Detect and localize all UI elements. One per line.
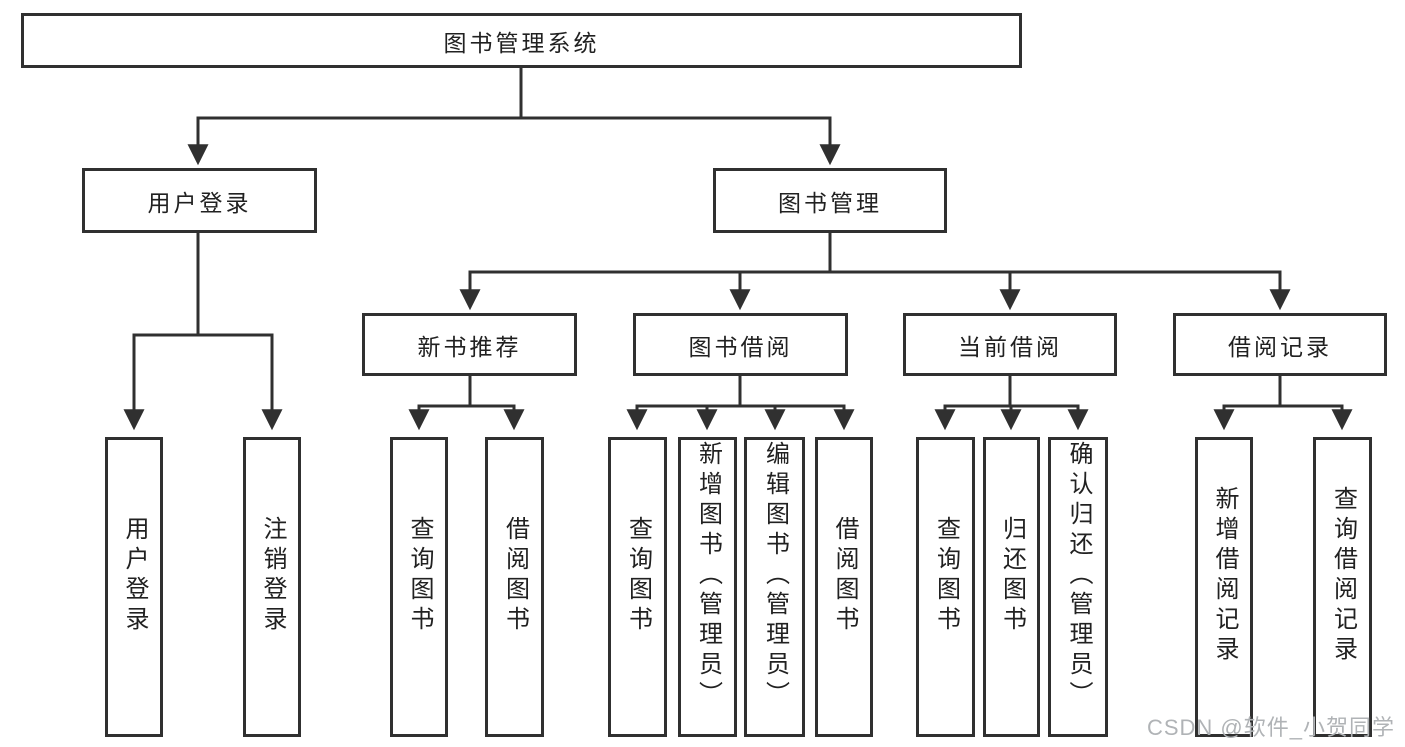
leaf-edit-book-admin-label: 编辑图书（管理员） <box>761 441 789 711</box>
watermark: CSDN @软件_小贺同学 <box>1146 715 1395 740</box>
leaf-confirm-return-admin-label: 确认归还（管理员） <box>1065 441 1092 711</box>
leaf-query-books-borrow: 查询图书 <box>608 437 667 737</box>
leaf-logout-label: 注销登录 <box>259 516 286 636</box>
leaf-confirm-return-admin: 确认归还（管理员） <box>1048 437 1108 737</box>
leaf-query-books-current: 查询图书 <box>916 437 975 737</box>
node-book-management: 图书管理 <box>713 168 947 233</box>
leaf-user-login-label: 用户登录 <box>121 516 148 636</box>
leaf-query-borrow-record-label: 查询借阅记录 <box>1329 486 1357 666</box>
leaf-add-borrow-record: 新增借阅记录 <box>1195 437 1253 737</box>
leaf-query-books-recommend-label: 查询图书 <box>406 516 433 636</box>
node-borrow-records: 借阅记录 <box>1173 313 1387 376</box>
leaf-return-book-label: 归还图书 <box>998 516 1026 636</box>
node-root-system: 图书管理系统 <box>21 13 1022 68</box>
leaf-query-borrow-record: 查询借阅记录 <box>1313 437 1372 737</box>
leaf-edit-book-admin: 编辑图书（管理员） <box>744 437 805 737</box>
leaf-query-books-recommend: 查询图书 <box>390 437 448 737</box>
node-new-book-recommend: 新书推荐 <box>362 313 577 376</box>
leaf-query-books-current-label: 查询图书 <box>932 516 960 636</box>
node-current-borrow: 当前借阅 <box>903 313 1117 376</box>
leaf-add-book-admin: 新增图书（管理员） <box>678 437 737 737</box>
leaf-borrow-books-recommend: 借阅图书 <box>485 437 544 737</box>
node-user-login: 用户登录 <box>82 168 317 233</box>
leaf-user-login: 用户登录 <box>105 437 163 737</box>
leaf-borrow-books: 借阅图书 <box>815 437 873 737</box>
node-book-borrow: 图书借阅 <box>633 313 848 376</box>
leaf-borrow-books-label: 借阅图书 <box>831 516 858 636</box>
leaf-borrow-books-recommend-label: 借阅图书 <box>501 516 529 636</box>
leaf-query-books-borrow-label: 查询图书 <box>624 516 652 636</box>
leaf-add-book-admin-label: 新增图书（管理员） <box>694 441 722 711</box>
leaf-add-borrow-record-label: 新增借阅记录 <box>1211 486 1238 666</box>
leaf-return-book: 归还图书 <box>983 437 1040 737</box>
leaf-logout: 注销登录 <box>243 437 301 737</box>
